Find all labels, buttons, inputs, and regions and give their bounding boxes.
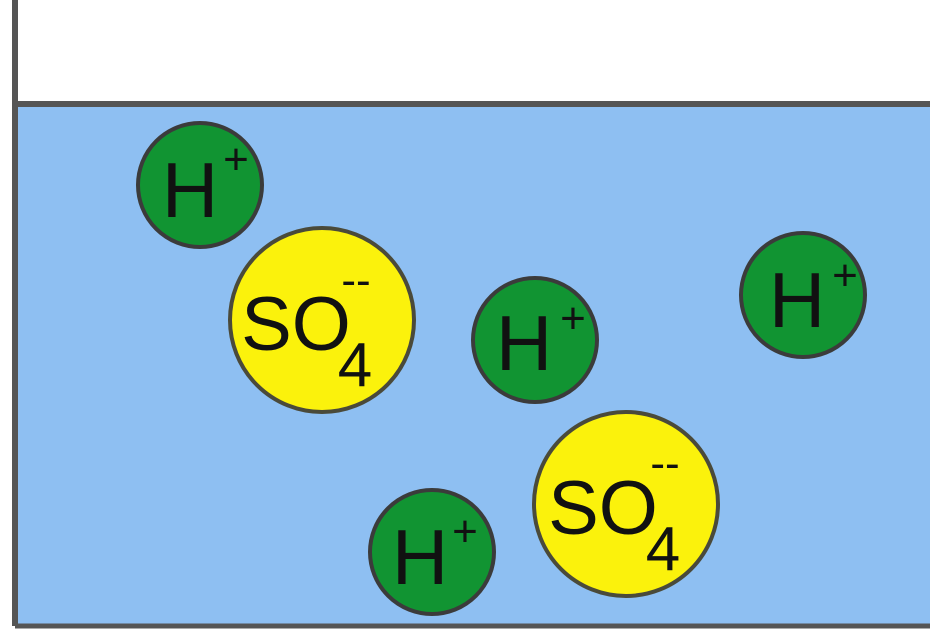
hydrogen-ion-charge: + <box>452 507 478 556</box>
hydrogen-ion-symbol: H <box>162 146 218 234</box>
hydrogen-ion-charge: + <box>223 135 249 184</box>
hydrogen-ion-symbol: H <box>496 299 552 387</box>
sulfate-ion: SO -- 4 <box>532 410 720 598</box>
sulfate-ion-subscript: 4 <box>338 331 372 400</box>
hydrogen-ion: H + <box>136 121 264 249</box>
sulfate-ion: SO -- 4 <box>228 226 416 414</box>
hydrogen-ion-symbol: H <box>769 256 825 344</box>
sulfate-ion-subscript: 4 <box>646 515 680 584</box>
hydrogen-ion-circle <box>739 231 867 359</box>
sulfate-ion-circle <box>532 410 720 598</box>
hydrogen-ion-circle <box>136 121 264 249</box>
sulfate-ion-charge: -- <box>650 439 679 488</box>
hydrogen-ion-circle <box>368 488 496 616</box>
sulfate-ion-symbol: SO <box>241 282 351 367</box>
sulfate-ion-circle <box>228 226 416 414</box>
hydrogen-ion: H + <box>368 488 496 616</box>
hydrogen-ion: H + <box>471 276 599 404</box>
hydrogen-ion-charge: + <box>832 251 858 300</box>
hydrogen-ion: H + <box>739 231 867 359</box>
hydrogen-ion-circle <box>471 276 599 404</box>
sulfate-ion-charge: -- <box>341 256 370 305</box>
sulfate-ion-symbol: SO <box>548 466 658 551</box>
hydrogen-ion-charge: + <box>560 294 586 343</box>
hydrogen-ion-symbol: H <box>392 513 448 601</box>
